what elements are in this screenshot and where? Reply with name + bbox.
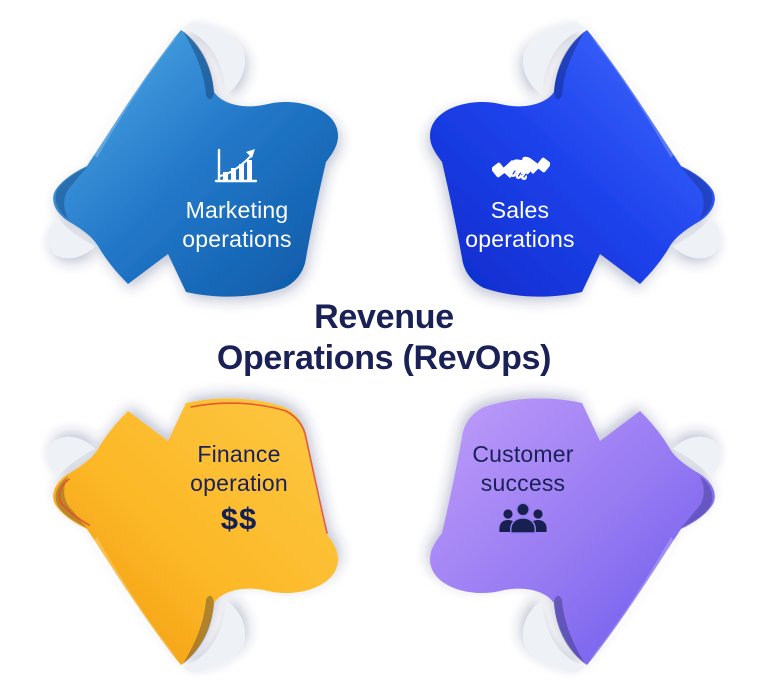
segment-shape-customer <box>430 398 721 673</box>
segment-shape-finance <box>47 398 339 673</box>
segment-shape-marketing <box>47 22 339 297</box>
segment-shape-sales <box>430 22 721 297</box>
